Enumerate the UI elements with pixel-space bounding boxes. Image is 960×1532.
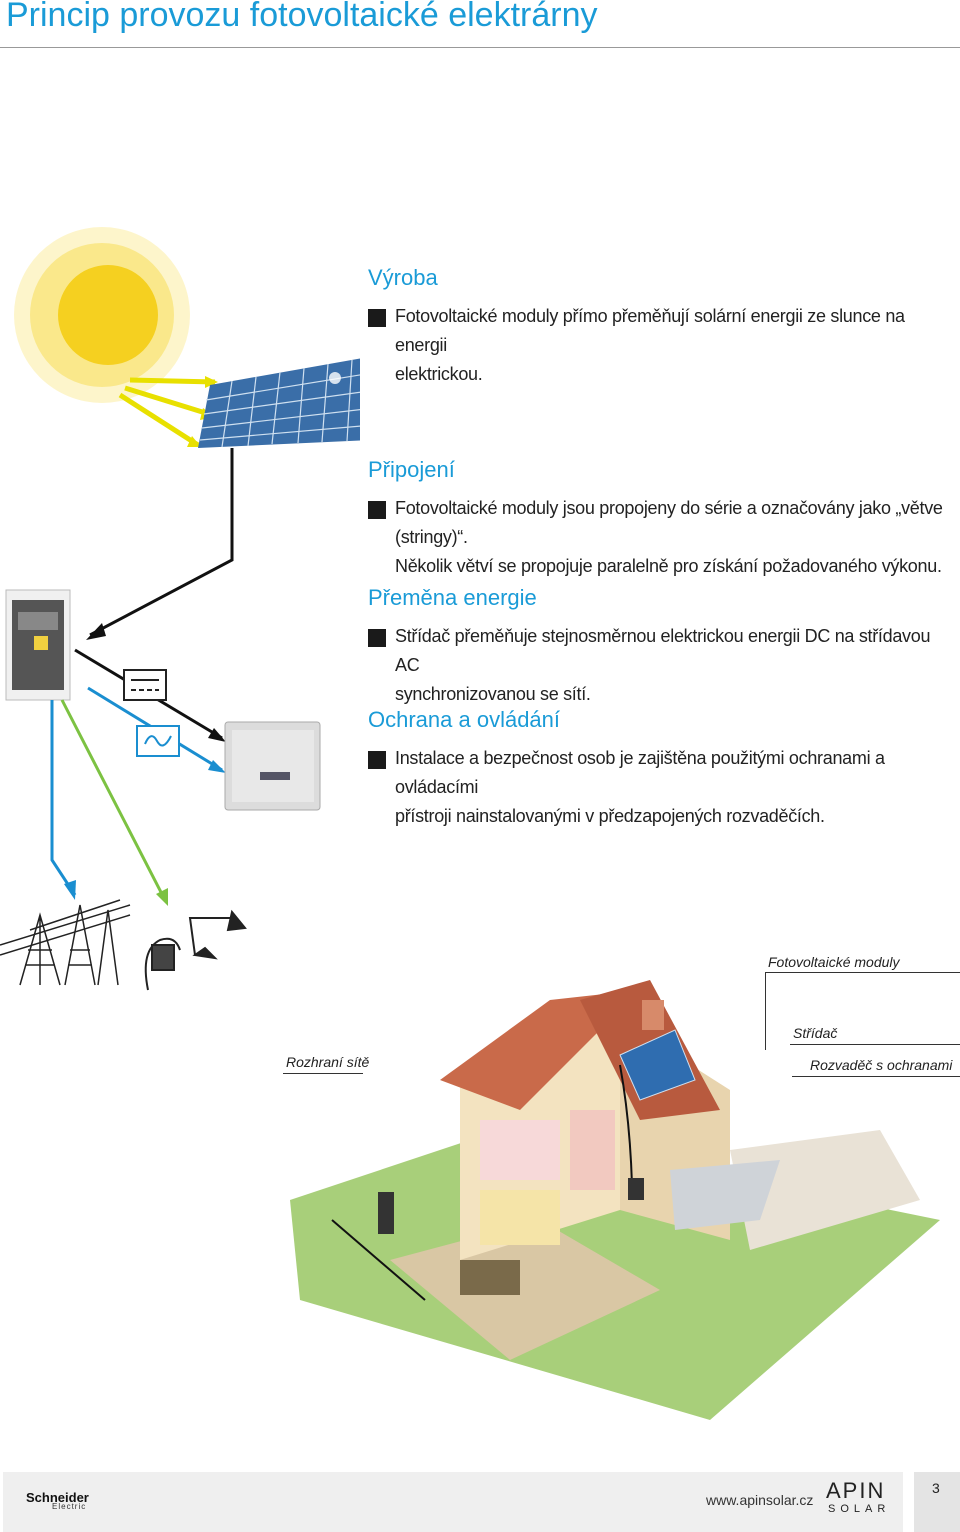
ac-symbol-icon [136,725,180,757]
title-divider [0,47,960,48]
bullet-icon [368,501,386,519]
sun-icon [14,227,190,403]
bullet-icon [368,629,386,647]
bullet-icon [368,309,386,327]
section-text-vyroba: Fotovoltaické moduly přímo přeměňují sol… [395,306,905,384]
page-title: Princip provozu fotovoltaické elektrárny [6,0,598,34]
leader-line [792,1076,960,1077]
house-illustration [290,980,940,1420]
inverter-icon [224,721,321,811]
bullet-icon [368,751,386,769]
page-number: 3 [932,1480,940,1496]
lamp-icon [144,909,247,991]
label-grid-interface: Rozhraní sítě [286,1054,370,1070]
schneider-logo-subtitle: Electric [52,1502,87,1511]
label-inverter: Střídač [793,1025,838,1041]
leader-line [790,1044,960,1045]
website-link[interactable]: www.apinsolar.cz [706,1492,814,1508]
leader-line [765,972,766,1050]
apin-logo: APIN [826,1478,886,1503]
page-number-box [914,1472,960,1532]
solar-panel-icon [198,358,360,448]
section-text-premena: Střídač přeměňuje stejnosměrnou elektric… [395,626,931,704]
schneider-logo: Schneider [26,1490,89,1505]
section-text-pripojeni: Fotovoltaické moduly jsou propojeny do s… [395,498,943,576]
footer-bar [3,1472,903,1532]
label-pv-modules: Fotovoltaické moduly [768,954,900,970]
leader-line [765,972,960,973]
dc-symbol-icon [123,669,167,701]
switchboard-icon [5,589,71,701]
section-title-premena: Přeměna energie [368,585,537,610]
leader-line [283,1073,363,1074]
pv-system-diagram [0,227,360,991]
section-title-ochrana: Ochrana a ovládání [368,707,561,732]
section-title-pripojeni: Připojení [368,457,455,482]
apin-logo-subtitle: SOLAR [828,1503,891,1515]
section-text-ochrana: Instalace a bezpečnost osob je zajištěna… [395,748,885,826]
power-tower-icon [0,899,131,986]
label-switchboard: Rozvaděč s ochranami [810,1057,953,1073]
section-title-vyroba: Výroba [368,265,438,290]
